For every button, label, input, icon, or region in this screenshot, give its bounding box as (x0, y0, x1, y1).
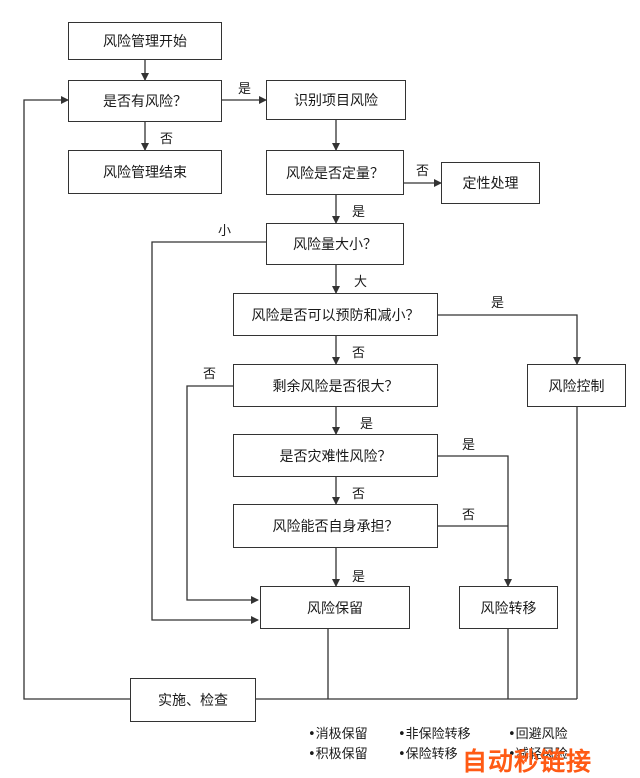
label-bearable-yes: 是 (352, 570, 366, 585)
watermark-logo: 自动秒链接 (462, 747, 593, 776)
label-has-risk-yes: 是 (238, 82, 252, 97)
label-small: 小 (218, 224, 232, 239)
label-quantify-no: 否 (416, 164, 430, 179)
node-quantify: 风险是否定量？ (266, 150, 404, 195)
label-quantify-yes: 是 (352, 205, 366, 220)
legend-item-passive-retention: •消极保留 (308, 727, 368, 742)
label-residual-no: 否 (203, 367, 217, 382)
node-identify: 识别项目风险 (266, 80, 406, 120)
node-end: 风险管理结束 (68, 150, 222, 194)
edge-implement-loop (23, 96, 130, 700)
legend-item-insurance-transfer: •保险转移 (398, 747, 458, 762)
legend-item-risk-mitigation: •减轻风险 (508, 747, 568, 762)
label-bearable-no: 否 (462, 508, 476, 523)
label-reducible-yes: 是 (491, 296, 505, 311)
label-catastrophic-yes: 是 (462, 438, 476, 453)
node-transfer: 风险转移 (459, 586, 558, 629)
edge-residual-retain (186, 385, 259, 604)
legend-item-active-retention: •积极保留 (308, 747, 368, 762)
node-qualitative: 定性处理 (441, 162, 540, 204)
label-large: 大 (354, 275, 368, 290)
legend-item-non-insurance-transfer: •非保险转移 (398, 727, 471, 742)
node-has-risk: 是否有风险？ (68, 80, 222, 122)
edge-magnitude-retain (151, 241, 266, 624)
label-catastrophic-no: 否 (352, 487, 366, 502)
node-control: 风险控制 (527, 364, 626, 407)
label-reducible-no: 否 (352, 346, 366, 361)
legend-item-risk-avoidance: •回避风险 (508, 727, 568, 742)
node-retain: 风险保留 (260, 586, 410, 629)
node-reducible: 风险是否可以预防和减小？ (233, 293, 438, 336)
edge-reducible-control (438, 314, 581, 365)
node-magnitude: 风险量大小？ (266, 223, 404, 265)
edge-catastrophic-transfer (438, 455, 512, 587)
node-implement: 实施、检查 (130, 678, 256, 722)
node-bearable: 风险能否自身承担？ (233, 504, 438, 548)
label-residual-yes: 是 (360, 417, 374, 432)
node-start: 风险管理开始 (68, 22, 222, 60)
node-residual-large: 剩余风险是否很大？ (233, 364, 438, 407)
label-has-risk-no: 否 (160, 132, 174, 147)
node-catastrophic: 是否灾难性风险？ (233, 434, 438, 477)
